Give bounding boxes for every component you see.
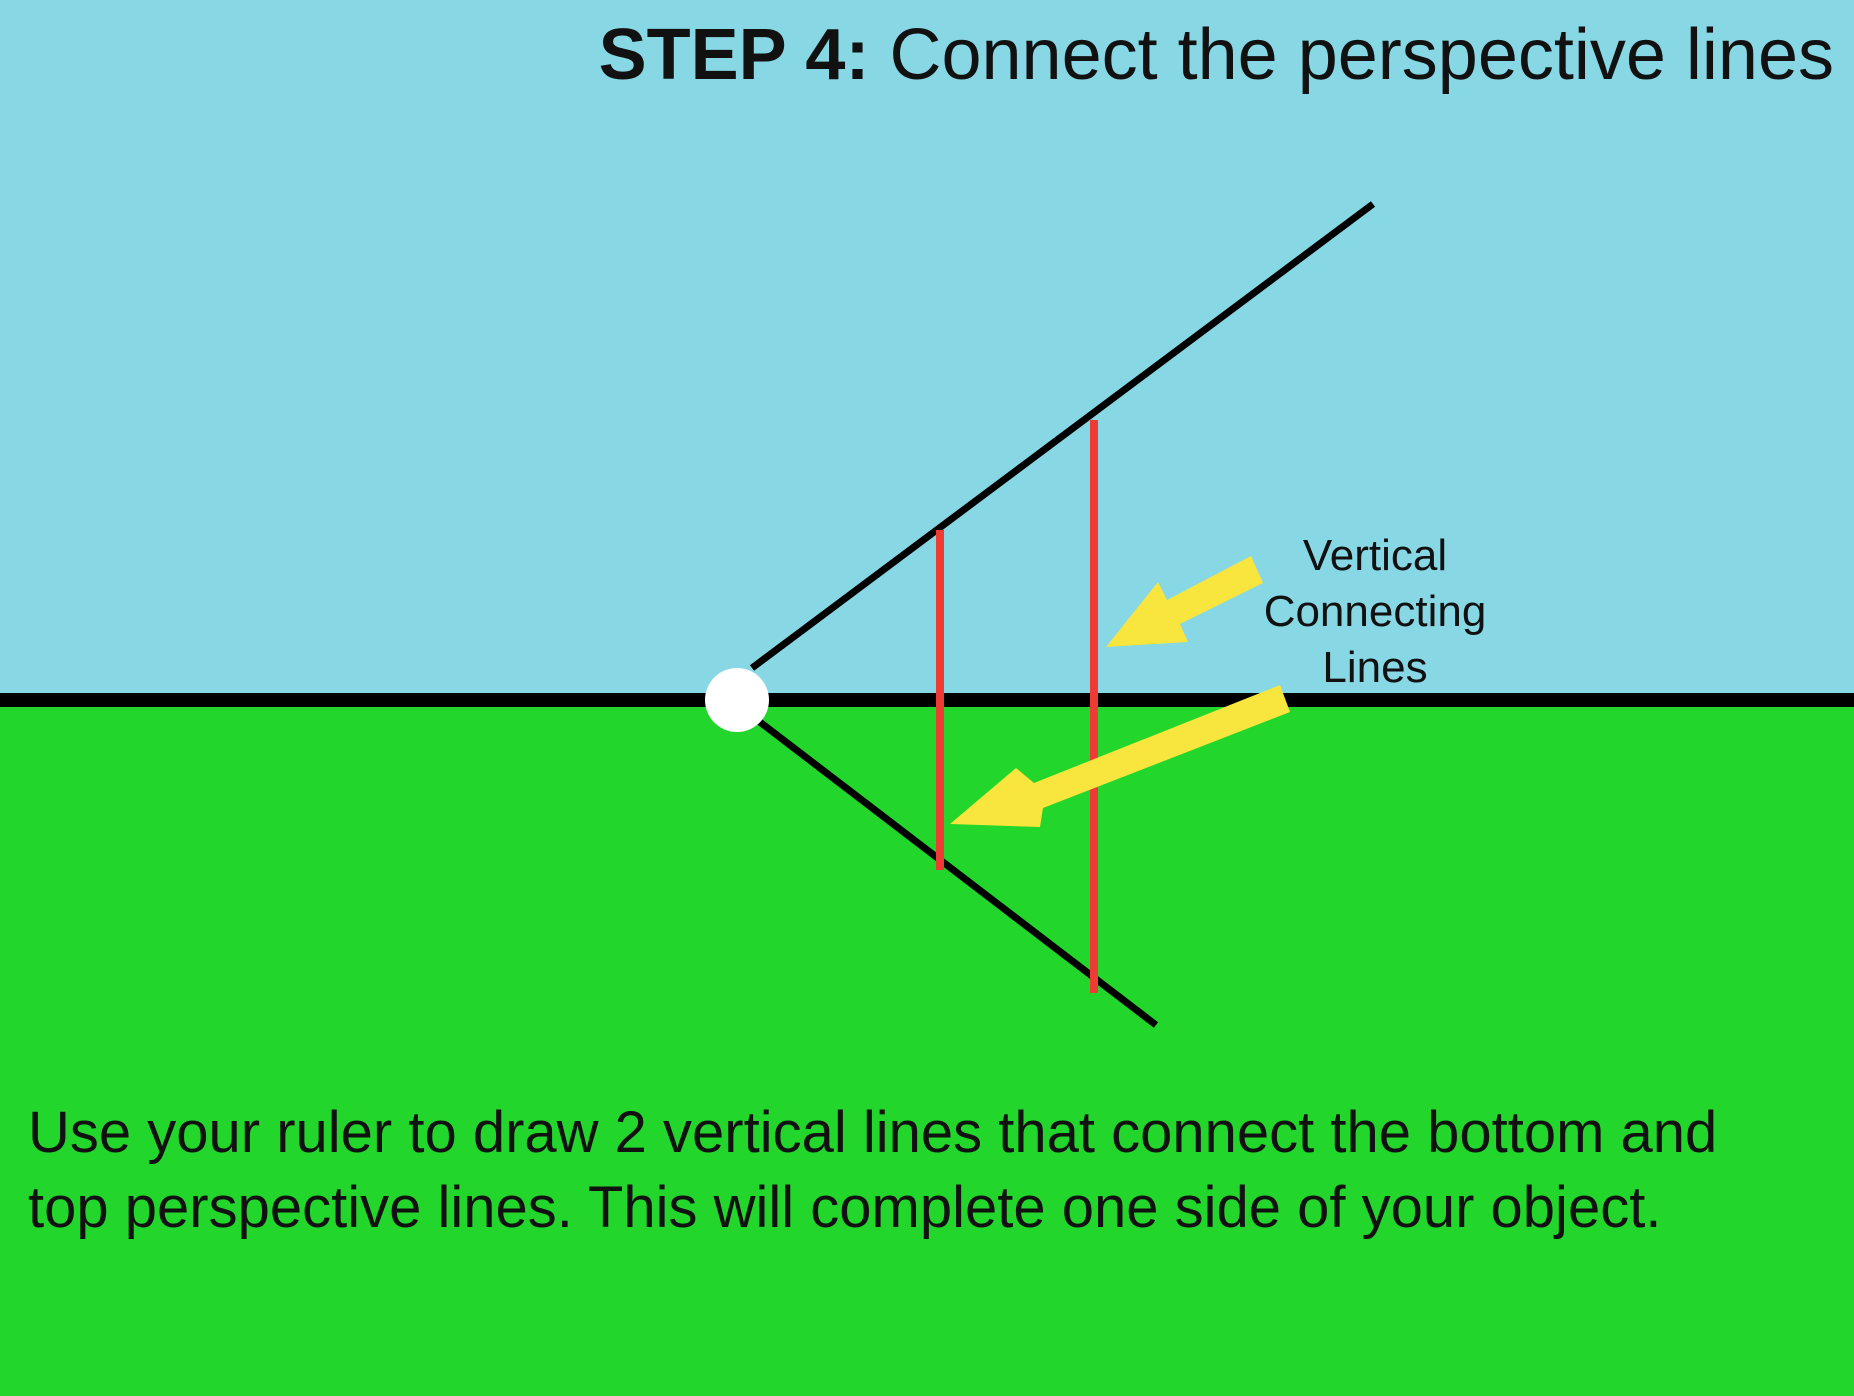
sky-background (0, 0, 1854, 700)
ground-background (0, 700, 1854, 1396)
instructions-text: Use your ruler to draw 2 vertical lines … (28, 1100, 1718, 1240)
vertical-lines-callout: Vertical Connecting Lines (1240, 528, 1510, 696)
arrow-lower-icon (950, 685, 1290, 827)
bottom-perspective-line (749, 713, 1159, 1028)
callout-line-3: Lines (1322, 643, 1428, 692)
vanishing-point (705, 668, 769, 732)
callout-line-2: Connecting (1263, 587, 1487, 636)
callout-line-1: Vertical (1302, 531, 1448, 580)
top-perspective-line (749, 201, 1376, 671)
step-number: STEP 4: (598, 15, 870, 95)
step-title-text: Connect the perspective lines (889, 15, 1834, 95)
arrow-upper-icon (1106, 556, 1263, 647)
page-title: STEP 4: Connect the perspective lines (599, 14, 1834, 96)
